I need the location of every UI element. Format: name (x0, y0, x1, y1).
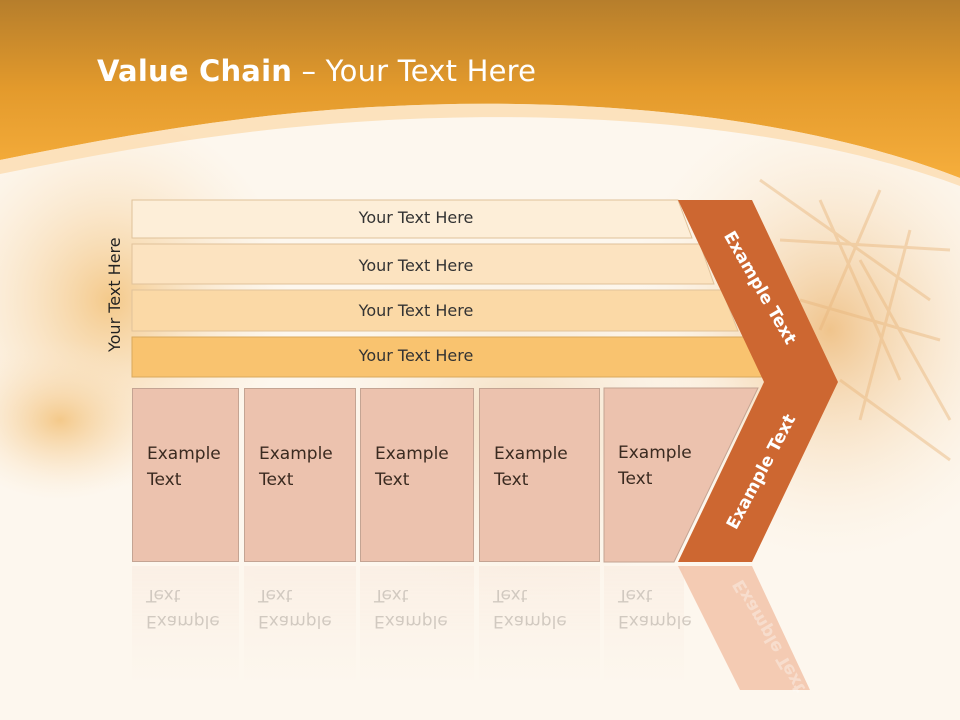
box-line-2: Text (618, 469, 653, 489)
last-box-slant (603, 387, 759, 563)
row-band-3 (131, 289, 739, 332)
box-line-1: Example (494, 444, 568, 464)
box-line-1: Example (147, 444, 221, 464)
slide-title: Value Chain – Your Text Here (97, 54, 536, 88)
box-line-1: Example (618, 443, 692, 463)
box-line-2: Text (259, 470, 294, 490)
box-line-2: Text (147, 470, 182, 490)
title-rest: – Your Text Here (292, 54, 537, 88)
box-line-1: Example (259, 444, 333, 464)
row-text-3: Your Text Here (358, 301, 474, 320)
row-text-4: Your Text Here (358, 346, 474, 365)
row-band-1 (131, 199, 693, 239)
header-band (0, 0, 960, 186)
chevron-reflection (678, 566, 810, 690)
box-line-2: Text (375, 470, 410, 490)
title-bold: Value Chain (97, 54, 293, 88)
row-text-2: Your Text Here (358, 256, 474, 275)
box-line-2: Text (494, 470, 529, 490)
chevron-arrow (678, 200, 838, 562)
box-line-1: Example (375, 444, 449, 464)
row-text-1: Your Text Here (358, 208, 474, 227)
row-band-2 (131, 243, 715, 285)
